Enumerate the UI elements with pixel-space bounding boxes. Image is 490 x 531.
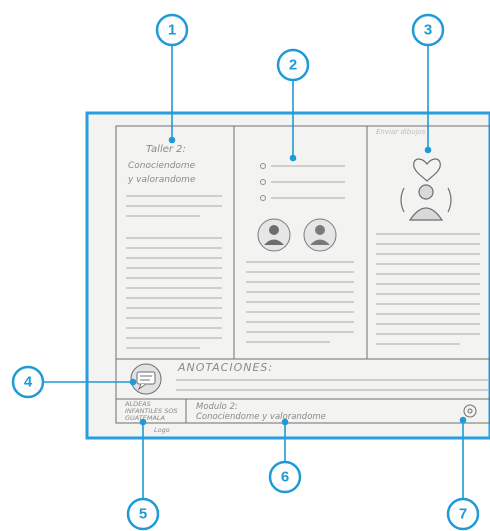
col3-heart-person-illustration bbox=[401, 159, 451, 220]
callout-2-number: 2 bbox=[289, 57, 297, 74]
col1-title: Taller 2: bbox=[146, 144, 186, 155]
col1-subtitle-2: y valorandome bbox=[127, 175, 196, 185]
callout-1: 1 bbox=[157, 15, 187, 45]
callout-4-number: 4 bbox=[24, 374, 33, 391]
col3-header: Enviar dibujos bbox=[376, 128, 426, 136]
callout-5-number: 5 bbox=[139, 506, 147, 523]
notes-chat-icon bbox=[131, 364, 161, 394]
notes-lines bbox=[176, 380, 488, 390]
callout-5: 5 bbox=[128, 499, 158, 529]
callout-leaders bbox=[43, 46, 466, 504]
callout-1-number: 1 bbox=[168, 22, 176, 39]
col1-subtitle-1: Conociendome bbox=[128, 161, 196, 171]
footer-module-title: Modulo 2: bbox=[196, 402, 238, 412]
col2-avatar-right bbox=[304, 219, 336, 251]
callout-3-number: 3 bbox=[424, 22, 432, 39]
callout-6-number: 6 bbox=[281, 469, 289, 486]
col2-bullet-list bbox=[261, 164, 346, 201]
footer-help-icon bbox=[464, 405, 476, 417]
callout-4: 4 bbox=[13, 367, 43, 397]
callout-2: 2 bbox=[278, 50, 308, 80]
col2-text-lines bbox=[246, 262, 354, 342]
col3-text-lines bbox=[376, 234, 480, 344]
col1-text-lines bbox=[126, 196, 222, 348]
footer-logo-label: Logo bbox=[154, 426, 170, 434]
callout-6: 6 bbox=[270, 462, 300, 492]
callout-7: 7 bbox=[448, 499, 478, 529]
col2-avatar-left bbox=[258, 219, 290, 251]
footer-module-subtitle: Conociendome y valorandome bbox=[196, 412, 326, 422]
callout-3: 3 bbox=[413, 15, 443, 45]
callout-7-number: 7 bbox=[459, 506, 467, 523]
notes-label: ANOTACIONES: bbox=[177, 361, 273, 374]
